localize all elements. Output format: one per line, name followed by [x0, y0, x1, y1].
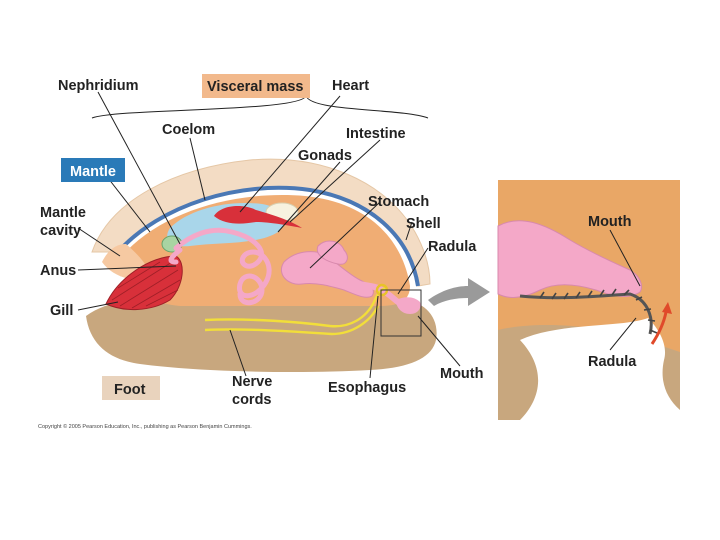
label-intestine: Intestine	[346, 126, 406, 142]
mantle-box	[61, 158, 125, 182]
label-nephridium: Nephridium	[58, 78, 139, 94]
label-inset-mouth: Mouth	[588, 214, 631, 230]
label-mouth: Mouth	[440, 366, 483, 382]
intestine-to-anus	[168, 247, 183, 265]
label-mantle-cavity-line2: cavity	[40, 223, 81, 239]
gill-lines	[111, 261, 181, 309]
inset-red-arrowhead	[662, 302, 672, 314]
foot	[86, 298, 437, 372]
label-radula: Radula	[428, 239, 477, 255]
label-mantle: Mantle	[70, 164, 116, 180]
label-anus: Anus	[40, 263, 76, 279]
zoom-arrow	[428, 278, 490, 306]
inset-radula-teeth	[539, 288, 658, 334]
label-shell: Shell	[406, 216, 441, 232]
mouth-region	[396, 297, 421, 314]
label-foot: Foot	[114, 382, 146, 398]
labels: Nephridium Visceral mass Heart Coelom In…	[38, 78, 637, 430]
label-gill: Gill	[50, 303, 73, 319]
label-heart: Heart	[332, 78, 369, 94]
label-gonads: Gonads	[298, 148, 352, 164]
digestive-gland	[316, 240, 348, 265]
label-nerve-cords-line1: Nerve	[232, 374, 272, 390]
label-esophagus: Esophagus	[328, 380, 406, 396]
label-inset-radula: Radula	[588, 354, 637, 370]
gill	[105, 255, 183, 311]
intestine	[173, 227, 272, 306]
label-mantle-cavity-line1: Mantle	[40, 205, 86, 221]
inset-panel	[497, 180, 680, 420]
copyright-notice: Copyright © 2005 Pearson Education, Inc.…	[38, 423, 252, 430]
foot-box	[102, 376, 160, 400]
label-stomach: Stomach	[368, 194, 429, 210]
inset-cavity	[520, 318, 680, 420]
inset-esophagus	[497, 220, 643, 298]
label-visceral-mass: Visceral mass	[207, 79, 303, 95]
leader-lines	[77, 91, 641, 379]
visceral-mass-box	[202, 74, 310, 98]
label-nerve-cords-line2: cords	[232, 392, 272, 408]
inset-red-arrow	[650, 311, 668, 345]
mollusc-body	[86, 158, 490, 372]
mantle-line	[116, 185, 420, 287]
label-coelom: Coelom	[162, 122, 215, 138]
heart	[214, 206, 302, 228]
